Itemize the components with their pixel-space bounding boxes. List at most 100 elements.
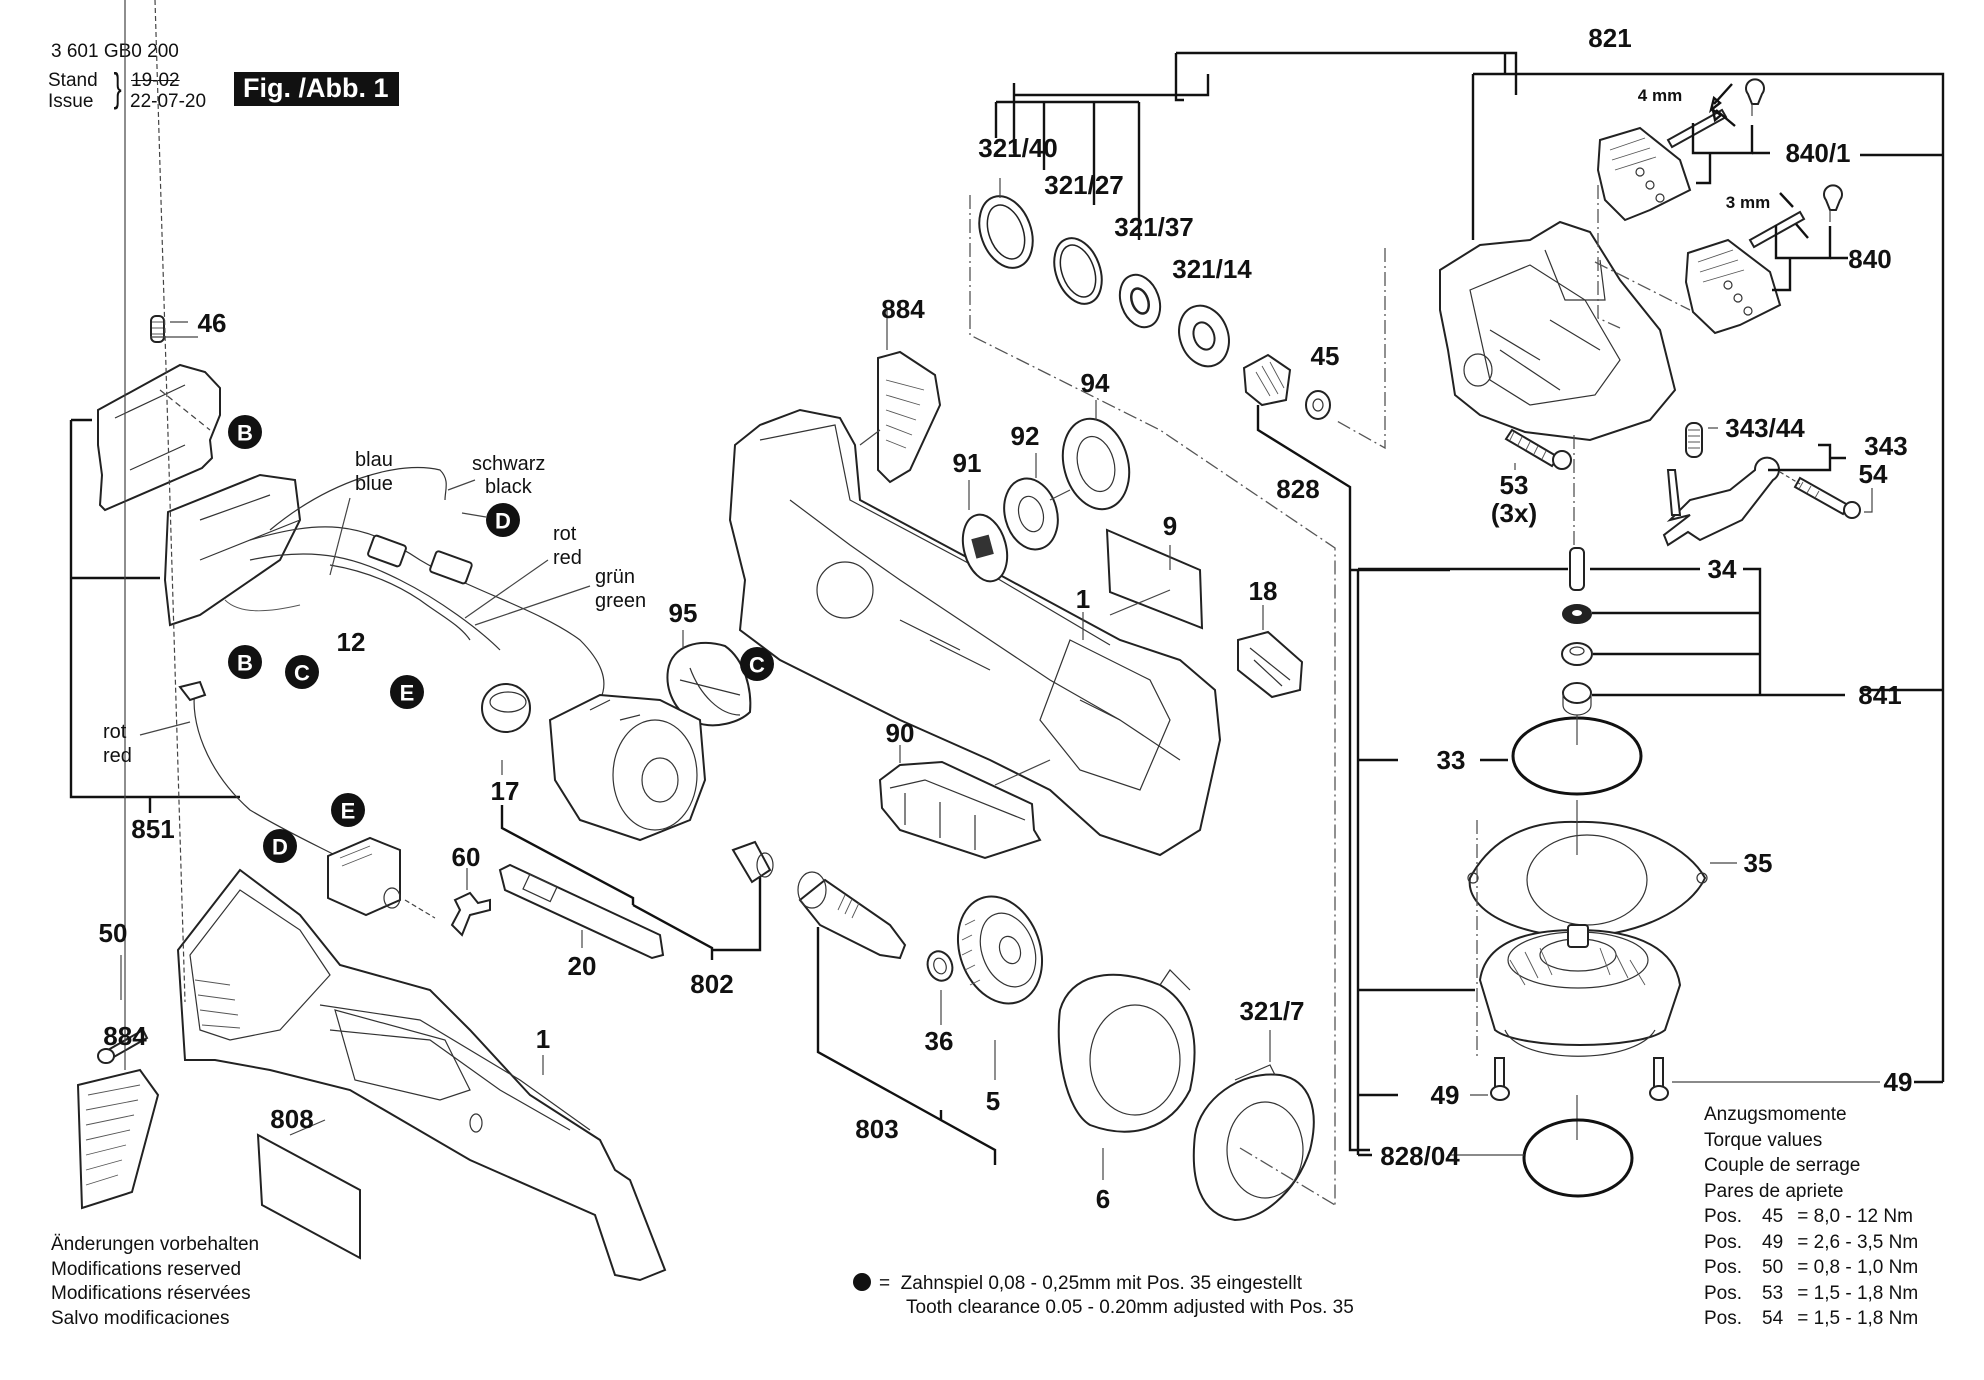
svg-text:E: E [400,681,415,706]
switch [327,836,436,919]
screw-53 [1504,428,1572,470]
legend-line-de: = Zahnspiel 0,08 - 0,25mm mit Pos. 35 ei… [853,1272,1354,1296]
bevel-gear-assembly [1358,924,1682,1140]
screw-49-right [1649,1057,1880,1101]
badge-c-left: C [285,655,319,689]
label-49-right: 49 [1884,1067,1913,1097]
label-840: 840 [1848,244,1891,274]
label-343: 343 [1864,431,1907,461]
filter-884-top [859,310,942,484]
label-35: 35 [1744,848,1773,878]
label-36: 36 [925,1026,954,1056]
magnet-plate-91 [961,480,1009,583]
bracket-851 [69,418,240,813]
wire-label-black: black [485,476,533,498]
circlip-321-40 [978,178,1034,269]
label-808 [256,1119,361,1260]
legend-text-en: Tooth clearance 0.05 - 0.20mm adjusted w… [906,1297,1354,1318]
stand-label: Stand [48,70,98,91]
label-828: 828 [1276,474,1319,504]
label-94: 94 [1081,368,1110,398]
pin-34 [1358,547,1762,695]
label-4mm: 4 mm [1638,86,1682,105]
nut-841c [1562,682,1845,716]
label-60: 60 [452,842,481,872]
svg-text:B: B [237,421,253,446]
label-5: 5 [986,1086,1000,1116]
label-802: 802 [690,969,733,999]
svg-text:C: C [749,653,765,678]
torque-pos-label: Pos. [1704,1206,1743,1227]
torque-row: Pos.49 = 2,6 - 3,5 Nm [1704,1230,1918,1256]
label-884-top: 884 [881,294,925,324]
torque-value: = 1,5 - 1,8 Nm [1797,1282,1919,1304]
leader-17 [500,805,635,905]
modifications-en: Modifications reserved [51,1258,242,1280]
label-828-04: 828/04 [1380,1141,1460,1171]
axis-line-right [1334,248,1386,450]
wire-label-schwarz: schwarz [472,453,545,475]
label-321-37: 321/37 [1114,212,1194,242]
fan-guide-94 [1061,400,1131,511]
badge-e-top: E [390,675,424,709]
badge-d-top: D [461,503,520,537]
nut-45 [1305,390,1331,420]
label-49-left: 49 [1431,1080,1460,1110]
torque-value: = 1,5 - 1,8 Nm [1797,1308,1919,1329]
ring-321-27 [1053,237,1103,305]
bracket-gear-head [1356,569,1398,1157]
wire-label-blue: blue [355,473,393,495]
issue-date: 22-07-20 [130,91,207,112]
bracket-321-group [994,51,1518,240]
label-321-40: 321/40 [978,133,1058,163]
torque-row: Pos. 50 = 0,8 - 1,0 Nm [1704,1255,1918,1281]
label-46: 46 [198,308,227,338]
screw-54 [1779,471,1873,519]
badge-c-right: C [740,647,774,681]
filled-circle-icon [853,1273,871,1291]
torque-row: Pos.54 = 1,5 - 1,8 Nm [1704,1306,1918,1332]
wire-label-red-2: red [103,745,132,767]
ring-17 [481,683,531,775]
spindle-803 [797,871,907,960]
label-821: 821 [1588,23,1631,53]
modifications-es: Salvo modificaciones [51,1307,230,1329]
label-9: 9 [1163,511,1177,541]
screw-50 [97,0,186,1064]
wiring-harness [249,466,605,701]
spring-46 [150,315,188,343]
label-92: 92 [1011,421,1040,451]
legend: = Zahnspiel 0,08 - 0,25mm mit Pos. 35 ei… [853,1272,1354,1320]
wire-label-gruen: grün [595,566,635,588]
motor-housing-1 [728,408,1222,857]
label-808: 808 [270,1104,313,1134]
label-20: 20 [568,951,597,981]
torque-pos-label: Pos. [1704,1257,1743,1278]
torque-pos: 54 [1762,1308,1784,1329]
svg-text:D: D [495,509,511,534]
filter-884-bottom [76,0,160,1210]
label-884-bottom: 884 [103,1021,147,1051]
torque-row: Pos.53 = 1,5 - 1,8 Nm [1704,1281,1918,1307]
badge-d-bottom: D [263,829,297,863]
torque-table: Anzugsmomente Torque values Couple de se… [1704,1102,1918,1332]
spring-343-44 [1685,422,1718,458]
label-18: 18 [1249,576,1278,606]
label-9 [1105,528,1204,630]
svg-text:B: B [237,651,253,676]
latch-343 [1662,443,1846,547]
torque-pos: 50 [1762,1257,1784,1278]
washer-841b [1561,642,1760,666]
label-321-14: 321/14 [1172,254,1252,284]
torque-pos-label: Pos. [1704,1231,1743,1253]
o-ring-828-04 [1448,1118,1634,1198]
torque-pos: 49 [1762,1231,1784,1253]
label-803: 803 [855,1114,898,1144]
torque-value: = 0,8 - 1,0 Nm [1797,1257,1919,1278]
bevel-gear-5 [956,895,1044,1080]
actuator-60 [450,868,491,937]
label-321-7: 321/7 [1239,996,1304,1026]
label-343-44: 343/44 [1725,413,1805,443]
label-6: 6 [1096,1184,1110,1214]
washer-841a [1562,604,1760,624]
